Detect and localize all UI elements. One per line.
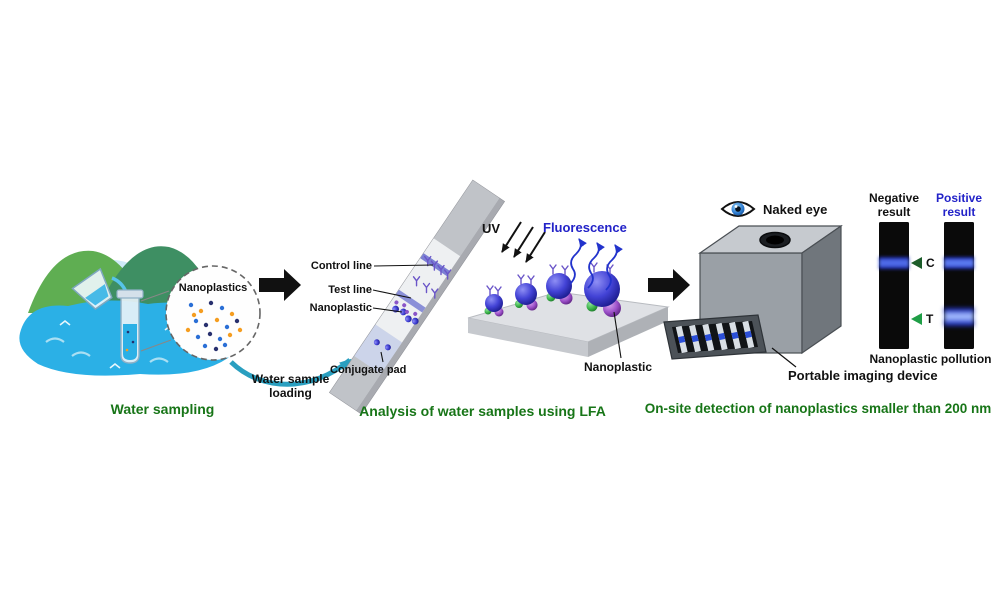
control-line-label: Control line bbox=[310, 260, 372, 272]
device-drawer bbox=[663, 314, 767, 360]
positive-strip bbox=[944, 222, 974, 349]
result-strips bbox=[879, 222, 974, 349]
lfa-caption: Analysis of water samples using LFA bbox=[359, 403, 606, 419]
test-line bbox=[395, 289, 426, 313]
beaker-icon bbox=[71, 267, 113, 310]
water-sampling-scene bbox=[19, 246, 261, 376]
surface-nanoplastic-leader bbox=[613, 311, 622, 359]
negative-strip bbox=[879, 222, 909, 349]
portable-device-label: Portable imaging device bbox=[788, 368, 938, 383]
imaging-device-illustration bbox=[663, 224, 843, 368]
fluorescence-waves-icon bbox=[569, 238, 623, 291]
detection-caption: On-site detection of nanoplastics smalle… bbox=[644, 401, 992, 416]
lfa-strip-illustration bbox=[328, 179, 506, 415]
molecule-cluster-1 bbox=[484, 285, 504, 317]
uv-label: UV bbox=[482, 221, 501, 236]
device-label-leader bbox=[771, 347, 797, 368]
eye-icon bbox=[720, 201, 756, 217]
strip-leader-lines bbox=[372, 264, 434, 363]
molecule-cluster-3 bbox=[546, 264, 573, 305]
vial-icon bbox=[116, 289, 144, 364]
fluorescence-label: Fluorescence bbox=[543, 220, 627, 235]
control-marker-label: C bbox=[926, 256, 935, 270]
positive-result-label: Positive result bbox=[935, 191, 983, 220]
uv-rays-icon bbox=[501, 221, 546, 263]
t-arrow-icon bbox=[911, 313, 922, 325]
water-sampling-caption: Water sampling bbox=[110, 401, 215, 417]
nanoplastic-pollution-label: Nanoplastic pollution bbox=[869, 352, 992, 366]
surface-nanoplastic-label: Nanoplastic bbox=[584, 360, 653, 374]
test-marker-label: T bbox=[926, 312, 934, 326]
negative-result-label: Negative result bbox=[868, 191, 920, 220]
strip-nanoplastic-label: Nanoplastic bbox=[309, 302, 372, 314]
flow-arrow-1 bbox=[259, 269, 301, 301]
loading-arrow bbox=[229, 358, 352, 387]
magnifier-circle bbox=[165, 265, 261, 361]
assay-surface-scene bbox=[467, 221, 670, 359]
nanoplastics-magnifier-label: Nanoplastics bbox=[178, 282, 248, 294]
c-arrow-icon bbox=[911, 257, 922, 269]
naked-eye-label: Naked eye bbox=[763, 202, 828, 217]
water-sample-loading-label: Water sample loading bbox=[251, 372, 330, 401]
molecule-cluster-2 bbox=[515, 274, 538, 311]
flow-arrow-2 bbox=[648, 269, 690, 301]
test-line-label: Test line bbox=[328, 284, 372, 296]
conjugate-pad-label: Conjugate pad bbox=[330, 364, 407, 376]
